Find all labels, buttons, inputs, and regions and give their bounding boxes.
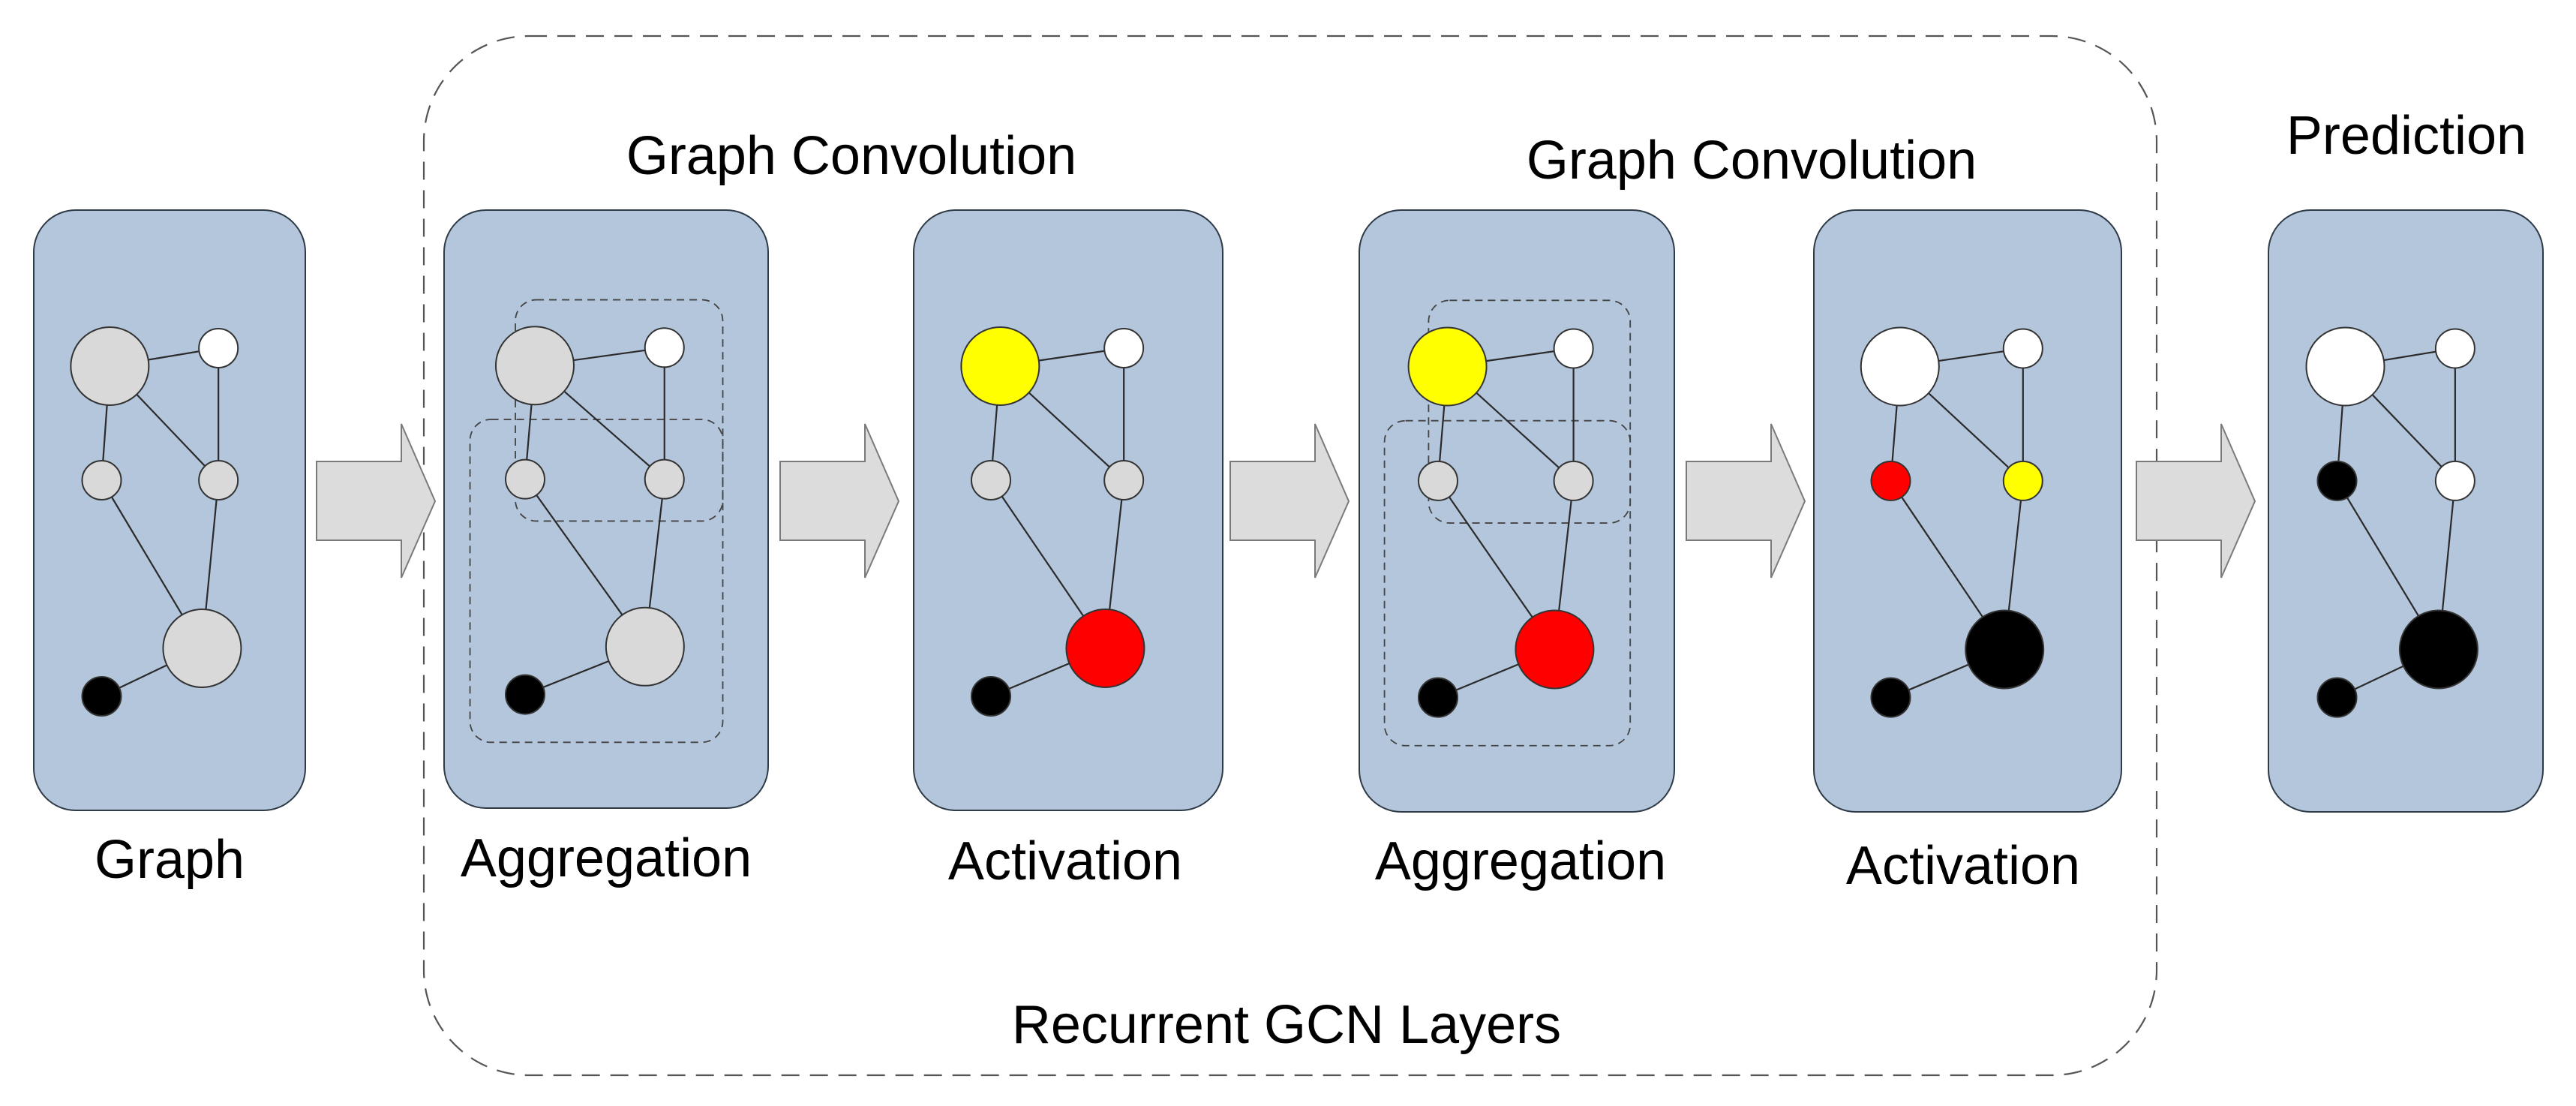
neighborhood-box-lower bbox=[1383, 419, 1632, 747]
panel-5: Activation bbox=[1813, 209, 2122, 896]
graph-node-yellow bbox=[960, 326, 1040, 406]
panel-label: Aggregation bbox=[1375, 831, 1666, 891]
graph-node-grey bbox=[494, 326, 575, 406]
graph-node-grey bbox=[971, 460, 1011, 500]
graph-node-red bbox=[1515, 609, 1595, 690]
graph-convolution-label-2: Graph Convolution bbox=[1527, 131, 1977, 191]
graph-node-white bbox=[644, 327, 685, 368]
graph-node-black bbox=[1965, 609, 2045, 690]
graph-node-white bbox=[2434, 328, 2475, 369]
panel-label: Activation bbox=[948, 831, 1182, 891]
panels: Graph Aggregation Activation Aggregation Act… bbox=[33, 209, 2544, 896]
graph-node-white bbox=[1103, 328, 1145, 368]
graph-node-white bbox=[2434, 460, 2475, 501]
graph-node-grey bbox=[1418, 460, 1458, 501]
recurrent-gcn-layers-label: Recurrent GCN Layers bbox=[1012, 995, 1561, 1055]
graph-node-yellow bbox=[1407, 326, 1488, 407]
panel-background bbox=[1813, 209, 2122, 813]
graph-node-black bbox=[2316, 677, 2358, 718]
graph-node-grey bbox=[1553, 460, 1594, 501]
graph-node-black bbox=[2398, 609, 2478, 690]
panel-1: Graph bbox=[33, 209, 306, 890]
graph-node-black bbox=[971, 676, 1011, 717]
flow-arrows bbox=[316, 423, 2256, 579]
graph-node-grey bbox=[605, 606, 685, 687]
flow-arrow bbox=[779, 423, 900, 579]
graph-node-black bbox=[1870, 677, 1911, 718]
graph-node-black bbox=[1418, 677, 1458, 718]
panel-4: Aggregation bbox=[1359, 209, 1675, 891]
graph-node-white bbox=[198, 328, 239, 368]
panel-background bbox=[2268, 209, 2544, 813]
flow-arrow bbox=[316, 423, 437, 579]
graph-node-yellow bbox=[2002, 460, 2043, 501]
graph-node-red bbox=[1065, 609, 1145, 688]
panel-2: Aggregation bbox=[443, 209, 769, 888]
flow-arrow bbox=[2136, 423, 2256, 579]
graph-node-red bbox=[1870, 460, 1911, 501]
panel-label: Graph bbox=[95, 830, 245, 890]
flow-arrow bbox=[1686, 423, 1806, 579]
panel-6 bbox=[2268, 209, 2544, 813]
graph-node-grey bbox=[81, 460, 122, 500]
prediction-label: Prediction bbox=[2286, 106, 2526, 166]
neighborhood-box-upper bbox=[515, 299, 724, 522]
graph-node-grey bbox=[198, 460, 239, 500]
neighborhood-box-upper bbox=[1428, 299, 1632, 524]
graph-node-grey bbox=[644, 458, 685, 500]
panel-3: Activation bbox=[913, 209, 1223, 891]
panel-background bbox=[33, 209, 306, 811]
graph-node-white bbox=[1860, 326, 1940, 407]
graph-node-grey bbox=[162, 609, 242, 688]
graph-node-grey bbox=[1103, 460, 1145, 500]
graph-node-white bbox=[2305, 326, 2385, 407]
graph-node-white bbox=[2002, 328, 2043, 369]
panel-label: Activation bbox=[1846, 836, 2080, 896]
panel-label: Aggregation bbox=[461, 828, 752, 888]
graph-convolution-label-1: Graph Convolution bbox=[626, 126, 1076, 186]
graph-node-black bbox=[2316, 460, 2358, 501]
flow-arrow bbox=[1229, 423, 1350, 579]
graph-node-grey bbox=[70, 326, 150, 406]
graph-node-grey bbox=[505, 458, 545, 500]
graph-node-black bbox=[505, 674, 545, 715]
panel-background bbox=[913, 209, 1223, 811]
graph-node-black bbox=[81, 676, 122, 717]
graph-node-white bbox=[1553, 328, 1594, 369]
